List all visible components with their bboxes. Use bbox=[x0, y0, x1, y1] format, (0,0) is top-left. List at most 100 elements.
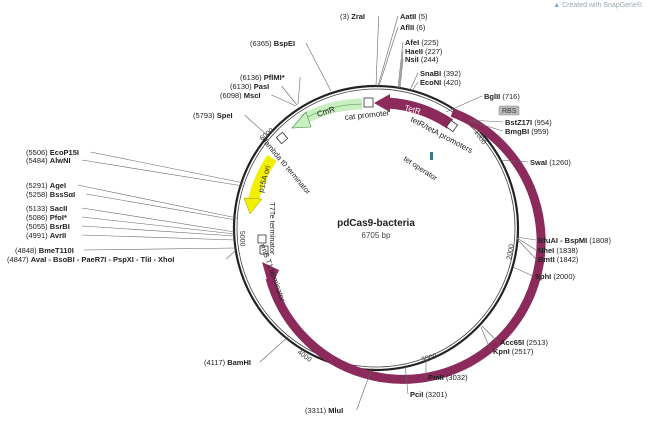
dcas9-feature-arc[interactable] bbox=[265, 108, 546, 384]
site-nsii[interactable]: NsiI (244) bbox=[399, 55, 439, 89]
site-connector bbox=[305, 42, 332, 92]
site-name: SphI bbox=[535, 272, 551, 281]
site-name: KpnI bbox=[493, 347, 510, 356]
site-ecop15i[interactable]: (5506) EcoP15I bbox=[26, 148, 245, 184]
site-position: (4991) bbox=[26, 231, 48, 240]
site-snabi[interactable]: SnaBI (392) bbox=[409, 69, 461, 91]
site-position: (225) bbox=[421, 38, 439, 47]
t7te-terminator-box[interactable] bbox=[257, 234, 267, 244]
site-label: SnaBI (392) bbox=[420, 69, 461, 78]
tick-2000: 2000 bbox=[506, 244, 516, 261]
site-bfuai-bspmi[interactable]: BfuAI - BspMI (1808) bbox=[515, 236, 611, 245]
site-sacii[interactable]: (5133) SacII bbox=[26, 204, 236, 233]
site-position: (5055) bbox=[26, 222, 48, 231]
tetr-feature-arc[interactable] bbox=[387, 97, 454, 129]
site-mlui[interactable]: (3311) MluI bbox=[305, 367, 373, 415]
site-connector bbox=[411, 81, 419, 92]
site-swai[interactable]: SwaI (1260) bbox=[499, 158, 571, 167]
site-bmti[interactable]: BmtI (1842) bbox=[516, 238, 579, 264]
site-label: KpnI (2517) bbox=[493, 347, 534, 356]
site-avai-bsobi-paer7i-pspxi-tlii-xhoi[interactable]: (4847) AvaI - BsoBI - PaeR7I - PspXI - T… bbox=[7, 249, 237, 264]
site-bmgbi[interactable]: BmgBI (959) bbox=[469, 120, 549, 136]
site-connector bbox=[90, 151, 245, 184]
site-connector bbox=[281, 85, 298, 106]
site-position: (5258) bbox=[26, 190, 48, 199]
site-label: NsiI (244) bbox=[405, 55, 439, 64]
site-bglii[interactable]: BglII (716) bbox=[445, 92, 520, 113]
site-econi[interactable]: EcoNI (420) bbox=[411, 78, 461, 92]
site-afei[interactable]: AfeI (225) bbox=[397, 38, 439, 89]
site-bspei[interactable]: (6365) BspEI bbox=[250, 39, 332, 92]
site-position: (2517) bbox=[512, 347, 534, 356]
rbs-box[interactable] bbox=[498, 105, 520, 116]
site-pfoi-[interactable]: (5086) PfoI* bbox=[26, 213, 236, 235]
site-connector bbox=[515, 236, 537, 241]
site-connector bbox=[404, 363, 409, 395]
site-sphi[interactable]: SphI (2000) bbox=[512, 266, 576, 281]
site-name: MluI bbox=[328, 406, 343, 415]
site-pmli[interactable]: PmlI (3032) bbox=[425, 359, 468, 382]
t7te-terminator-label: T7Te terminator bbox=[268, 202, 277, 255]
site-pcii[interactable]: PciI (3201) bbox=[404, 363, 448, 399]
tetr-arrowhead[interactable] bbox=[374, 94, 390, 112]
site-name: PmlI bbox=[428, 373, 444, 382]
site-nhei[interactable]: NheI (1838) bbox=[516, 237, 579, 255]
site-connector bbox=[378, 26, 399, 87]
site-label: (5086) PfoI* bbox=[26, 213, 67, 222]
site-label: PciI (3201) bbox=[410, 390, 448, 399]
site-position: (6365) bbox=[250, 39, 272, 48]
tet-operator-mark[interactable] bbox=[430, 152, 433, 160]
cmr-arrowhead[interactable] bbox=[291, 111, 312, 129]
site-spei[interactable]: (5793) SpeI bbox=[193, 111, 269, 137]
site-msci[interactable]: (6098) MscI bbox=[220, 91, 297, 107]
site-connector bbox=[81, 234, 236, 241]
tetr-promoter-box[interactable] bbox=[445, 119, 459, 133]
dcas9-arrowhead[interactable] bbox=[262, 262, 279, 290]
site-position: (2513) bbox=[526, 338, 548, 347]
site-label: (6136) PflMI* bbox=[240, 73, 285, 82]
site-bstz17i[interactable]: BstZ17I (954) bbox=[468, 118, 552, 127]
site-name: AvrII bbox=[50, 231, 66, 240]
site-label: BstZ17I (954) bbox=[505, 118, 552, 127]
rbs-label: RBS bbox=[502, 108, 517, 115]
site-name: AatII bbox=[400, 12, 416, 21]
site-name: Acc65I bbox=[500, 338, 524, 347]
site-label: (3311) MluI bbox=[305, 406, 343, 415]
site-alwni[interactable]: (5484) AlwNI bbox=[26, 156, 244, 187]
site-name: BamHI bbox=[227, 358, 251, 367]
site-name: SacII bbox=[50, 204, 68, 213]
site-connector bbox=[397, 41, 404, 89]
site-label: (5291) AgeI bbox=[26, 181, 66, 190]
site-position: (5) bbox=[418, 12, 428, 21]
site-label: AatII (5) bbox=[400, 12, 428, 21]
site-bmet110i[interactable]: (4848) BmeT110I bbox=[15, 246, 237, 255]
site-connector bbox=[377, 15, 399, 87]
site-label: (4847) AvaI - BsoBI - PaeR7I - PspXI - T… bbox=[7, 255, 174, 264]
site-kpni[interactable]: KpnI (2517) bbox=[480, 326, 534, 356]
site-acc65i[interactable]: Acc65I (2513) bbox=[481, 325, 548, 347]
site-aflii[interactable]: AflII (6) bbox=[378, 23, 426, 87]
site-bsss-i[interactable]: (5258) BssSαI bbox=[26, 190, 237, 221]
cat-promoter-box[interactable] bbox=[363, 97, 374, 108]
site-label: (5055) BsrBI bbox=[26, 222, 70, 231]
plasmid-name: pdCas9-bacteria bbox=[337, 218, 415, 229]
site-aatii[interactable]: AatII (5) bbox=[377, 12, 428, 87]
p15a-ori-arrowhead[interactable] bbox=[243, 197, 263, 215]
site-avrii[interactable]: (4991) AvrII bbox=[26, 231, 236, 241]
rrnb-terminator-box[interactable] bbox=[259, 245, 269, 255]
site-bamhi[interactable]: (4117) BamHI bbox=[204, 335, 290, 367]
site-pflmi-[interactable]: (6136) PflMI* bbox=[240, 73, 301, 105]
site-bsrbi[interactable]: (5055) BsrBI bbox=[26, 222, 236, 237]
site-name: BspEI bbox=[274, 39, 295, 48]
site-position: (4848) bbox=[15, 246, 37, 255]
site-position: (5086) bbox=[26, 213, 48, 222]
dcas9-label: dCas9 bbox=[397, 327, 422, 341]
site-position: (3032) bbox=[446, 373, 468, 382]
lambda-t0-terminator-box[interactable] bbox=[275, 131, 289, 145]
site-agei[interactable]: (5291) AgeI bbox=[26, 181, 238, 219]
site-name: NsiI bbox=[405, 55, 419, 64]
site-label: (4117) BamHI bbox=[204, 358, 251, 367]
site-zrai[interactable]: (3) ZraI bbox=[340, 12, 379, 87]
site-pasi[interactable]: (6130) PasI bbox=[230, 82, 298, 106]
site-haeii[interactable]: HaeII (227) bbox=[398, 47, 443, 89]
